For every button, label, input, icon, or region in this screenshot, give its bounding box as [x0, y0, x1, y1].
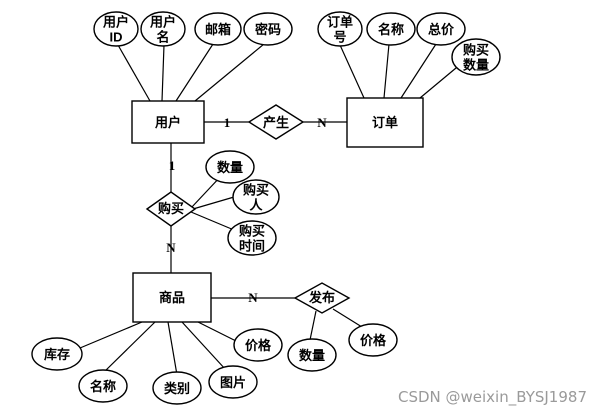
attr-publish-price: 价格 [348, 323, 398, 357]
edge-product-price [197, 321, 241, 344]
attr-buy-time-label-line: 购买 [239, 224, 265, 239]
attr-product-name-label-line: 名称 [90, 379, 116, 394]
card-buy-product: N [166, 240, 176, 255]
attr-user-id-label-line: 用户 [102, 15, 129, 30]
attr-order-total-label-line: 总价 [428, 22, 455, 37]
attr-order-buy-qty-label-line: 数量 [463, 58, 489, 73]
attr-buyer-label-line: 人 [249, 198, 263, 213]
attr-publish-qty-label-line: 数量 [299, 348, 325, 363]
connectors [79, 43, 463, 376]
entity-user: 用户 [131, 100, 205, 144]
attr-product-image: 图片 [208, 365, 258, 399]
edge-product-category [167, 321, 178, 376]
relationship-buy-label: 购买 [158, 201, 184, 216]
edge-product-name [102, 321, 156, 374]
entity-order-label: 订单 [372, 115, 398, 130]
attr-order-total: 总价 [416, 12, 466, 46]
attr-order-no: 订单号 [317, 11, 363, 47]
attr-product-name: 名称 [78, 369, 128, 403]
edge-user-password [194, 43, 265, 102]
attr-user-id-label-line: ID [110, 30, 123, 45]
attr-buyer: 购买人 [232, 179, 280, 215]
attr-buy-qty: 数量 [205, 150, 255, 184]
attr-product-stock: 库存 [31, 337, 83, 371]
attr-order-no-label-line: 订单 [327, 15, 353, 30]
entity-order: 订单 [346, 97, 424, 148]
relationship-publish: 发布 [293, 282, 351, 314]
edge-order-name [383, 43, 390, 99]
relationship-buy: 购买 [145, 191, 197, 227]
attr-user-email: 邮箱 [194, 12, 242, 46]
card-user-buy: 1 [169, 158, 176, 173]
attr-product-price-label-line: 价格 [245, 338, 272, 353]
attr-user-name-label-line: 名 [156, 30, 169, 45]
attr-user-name: 用户名 [140, 11, 186, 47]
relationship-produce-label: 产生 [263, 115, 289, 130]
edge-buy-time [190, 211, 235, 231]
entity-product-label: 商品 [159, 290, 185, 305]
attr-product-stock-label-line: 库存 [44, 347, 70, 362]
attr-buy-time-label-line: 时间 [239, 239, 265, 254]
attr-user-name-label-line: 用户 [149, 15, 176, 30]
attr-user-password-label-line: 密码 [254, 22, 281, 37]
edge-user-name [161, 44, 165, 102]
attr-product-price: 价格 [233, 328, 283, 362]
card-produce-order: N [317, 115, 327, 130]
attr-product-image-label-line: 图片 [220, 375, 246, 390]
card-user-produce: 1 [224, 115, 231, 130]
attr-product-category: 类别 [152, 371, 202, 405]
edge-product-stock [79, 321, 143, 349]
edge-order-buy-qty [419, 62, 463, 99]
edge-order-total [400, 43, 437, 99]
attr-user-password: 密码 [243, 12, 293, 46]
attr-publish-price-label-line: 价格 [360, 333, 387, 348]
relationship-publish-label: 发布 [308, 290, 335, 305]
entity-product: 商品 [132, 272, 212, 323]
attr-user-email-label-line: 邮箱 [205, 22, 231, 37]
entity-user-label: 用户 [154, 115, 181, 130]
edge-publish-price [332, 308, 363, 328]
edge-publish-qty [309, 310, 317, 341]
attr-order-buy-qty-label-line: 购买 [463, 43, 489, 58]
relationship-produce: 产生 [247, 104, 305, 140]
edge-product-image [181, 321, 227, 371]
card-product-publish: N [248, 290, 258, 305]
edge-order-no [339, 44, 365, 99]
attr-buyer-label-line: 购买 [243, 183, 269, 198]
attr-buy-qty-label-line: 数量 [217, 160, 243, 175]
attr-order-name: 名称 [366, 12, 416, 46]
edge-buyer [192, 196, 235, 210]
attr-product-category-label-line: 类别 [164, 381, 190, 396]
edge-user-email [175, 43, 214, 102]
attr-publish-qty: 数量 [287, 338, 337, 372]
edge-user-id [117, 44, 151, 102]
watermark: CSDN @weixin_BYSJ1987 [398, 388, 587, 407]
attr-order-name-label-line: 名称 [378, 22, 404, 37]
attr-order-no-label-line: 号 [333, 30, 346, 45]
